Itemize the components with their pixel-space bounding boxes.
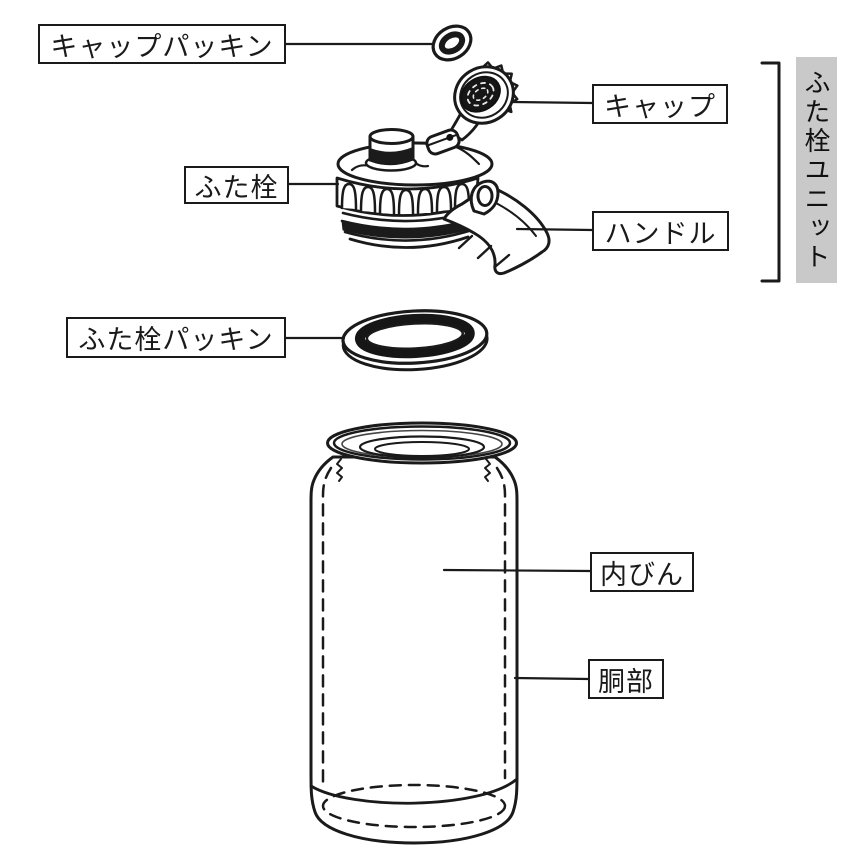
neck-thread-right [484, 458, 491, 482]
inner-bottle-dashed [321, 466, 507, 829]
label-lid-stopper-text: ふた栓 [194, 172, 279, 203]
label-body-text: 胴部 [598, 666, 654, 697]
label-cap-packing-text: キャップパッキン [50, 31, 274, 62]
label-lid-stopper: ふた栓 [184, 166, 289, 204]
leader-lines [283, 42, 594, 681]
label-lid-packing-text: ふた栓パッキン [78, 325, 274, 355]
label-body: 胴部 [588, 659, 664, 699]
inner-bottle-leader [442, 568, 592, 573]
handle-leader [515, 227, 594, 232]
label-handle-text: ハンドル [604, 218, 717, 249]
bottle-mouth [326, 421, 518, 465]
cap-leader [511, 100, 594, 105]
lid-stopper-drawing [335, 61, 551, 276]
neck-thread-left [336, 458, 343, 482]
bottle-base-seam [309, 777, 519, 805]
cap-packing-ring [431, 24, 473, 62]
label-cap: キャップ [592, 84, 728, 124]
bottle-drawing [309, 421, 519, 845]
label-inner-bottle: 内びん [590, 552, 694, 592]
label-handle: ハンドル [592, 211, 729, 251]
label-cap-packing: キャップパッキン [38, 24, 286, 64]
cap-drawing [453, 61, 519, 125]
label-cap-text: キャップ [604, 91, 716, 122]
label-lid-unit: ふた栓ユニット [796, 57, 837, 283]
lid-unit-bracket [760, 61, 781, 283]
lid-packing-ring [341, 309, 489, 372]
label-inner-bottle-text: 内びん [600, 559, 684, 590]
handle-drawing [442, 179, 551, 276]
label-lid-packing: ふた栓パッキン [66, 317, 286, 358]
bottle-outline [309, 455, 519, 845]
label-lid-unit-text: ふた栓ユニット [801, 68, 831, 272]
body-leader [513, 676, 590, 681]
